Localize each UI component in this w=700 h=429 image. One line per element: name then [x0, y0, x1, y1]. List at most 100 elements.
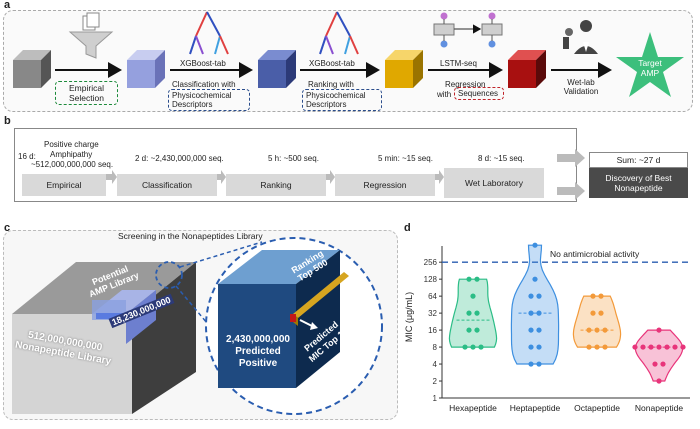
positive-charge-text: Positive charge: [44, 140, 99, 149]
data-point: [656, 344, 662, 350]
data-point: [598, 293, 604, 299]
data-point: [632, 344, 638, 350]
wetlab-validation-text: Wet-lab Validation: [563, 78, 599, 96]
data-point: [466, 276, 472, 282]
data-point: [532, 242, 538, 248]
panel-c-graphics: [12, 237, 383, 415]
data-point: [664, 344, 670, 350]
threshold-label: No antimicrobial activity: [550, 249, 640, 259]
x-category-label: Octapeptide: [574, 403, 620, 413]
predicted-positive-label: 2,430,000,000 Predicted Positive: [226, 334, 290, 369]
arrow-label-regression-model: LSTM-seq: [440, 59, 477, 68]
data-point: [590, 293, 596, 299]
physicochemical-descriptors-box-ranking: Physicochemical Descriptors: [302, 89, 382, 111]
note-wet-lab: 8 d: ~15 seq.: [478, 154, 525, 163]
data-point: [474, 310, 480, 316]
panel-b-arrows: [106, 149, 585, 200]
lavender-cube-icon: [127, 50, 165, 88]
y-tick-label: 64: [428, 292, 437, 301]
red-cube-icon: [508, 50, 546, 88]
data-point: [536, 361, 542, 367]
data-point: [598, 310, 604, 316]
sum-text: Sum: ~27 d: [616, 154, 661, 165]
panel-c-label: c: [4, 222, 11, 234]
physicochemical-descriptors-text: Physicochemical Descriptors: [306, 91, 366, 109]
violin-nonapeptide: [634, 329, 684, 382]
data-point: [470, 293, 476, 299]
violin-heptapeptide: [510, 244, 560, 365]
data-point: [656, 327, 662, 333]
classification-with-text: Classification with: [172, 80, 236, 89]
data-point: [594, 327, 600, 333]
ranking-with-text: Ranking with: [308, 80, 354, 89]
y-tick-label: 2: [433, 377, 438, 386]
data-point: [652, 361, 658, 367]
step-wet-laboratory: Wet Laboratory: [444, 168, 544, 198]
gray-cube-icon: [13, 50, 51, 88]
y-tick-label: 128: [424, 275, 438, 284]
blue-cube-icon: [258, 50, 296, 88]
note-ranking: 5 h: ~500 seq.: [268, 154, 319, 163]
panel-a-frame: [3, 10, 693, 112]
target-amp-text: Target AMP: [638, 58, 662, 78]
data-point: [656, 378, 662, 384]
amphipathy-text: Amphipathy: [50, 150, 93, 159]
panel-b-label: b: [4, 115, 11, 127]
data-point: [466, 327, 472, 333]
data-point: [602, 327, 608, 333]
y-tick-label: 16: [428, 326, 437, 335]
data-point: [462, 344, 468, 350]
data-point: [536, 327, 542, 333]
with-text: with: [437, 90, 452, 99]
data-point: [474, 327, 480, 333]
duration-16d: 16 d:: [18, 152, 36, 161]
data-point: [478, 344, 484, 350]
lstm-network-icon: [433, 12, 503, 48]
decision-tree-icon: [319, 11, 359, 55]
data-point: [672, 344, 678, 350]
empirical-selection-box: Empirical Selection: [55, 81, 118, 105]
data-point: [602, 344, 608, 350]
sum-box: Sum: ~27 d: [589, 152, 688, 168]
data-point: [536, 310, 542, 316]
data-point: [536, 293, 542, 299]
data-point: [474, 276, 480, 282]
regression-text: Regression: [445, 80, 486, 89]
data-point: [528, 293, 534, 299]
seq-512-text: ~512,000,000,000 seq.: [31, 160, 114, 169]
arrow-label-classification-model: XGBoost-tab: [180, 59, 226, 68]
data-point: [532, 276, 538, 282]
empirical-selection-text: Empirical Selection: [69, 83, 104, 103]
step-regression: Regression: [335, 174, 435, 196]
scientist-icon: [563, 20, 598, 54]
step-empirical: Empirical: [22, 174, 106, 196]
funnel-document-icon: [68, 12, 114, 59]
data-point: [528, 361, 534, 367]
data-point: [528, 327, 534, 333]
x-category-label: Nonapeptide: [635, 403, 683, 413]
discovery-text: Discovery of Best Nonapeptide: [605, 173, 672, 193]
sequences-box: Sequences: [454, 87, 504, 100]
sequences-text: Sequences: [458, 89, 499, 98]
y-tick-label: 32: [428, 309, 437, 318]
data-point: [648, 344, 654, 350]
data-point: [470, 344, 476, 350]
panel-a-graphics: [13, 11, 684, 97]
y-tick-label: 1: [433, 394, 438, 403]
physicochemical-descriptors-text: Physicochemical Descriptors: [172, 91, 232, 109]
decision-tree-icon: [189, 11, 229, 55]
note-regression: 5 min: ~15 seq.: [378, 154, 433, 163]
x-category-label: Hexapeptide: [449, 403, 497, 413]
target-star-icon: [616, 32, 684, 97]
data-point: [680, 344, 686, 350]
data-point: [660, 361, 666, 367]
data-point: [528, 310, 534, 316]
data-point: [466, 310, 472, 316]
violin-hexapeptide: [448, 278, 498, 348]
panel-a-label: a: [4, 0, 11, 11]
y-tick-label: 4: [433, 360, 438, 369]
step-classification: Classification: [117, 174, 217, 196]
step-ranking: Ranking: [226, 174, 326, 196]
panel-d-label: d: [404, 222, 411, 234]
